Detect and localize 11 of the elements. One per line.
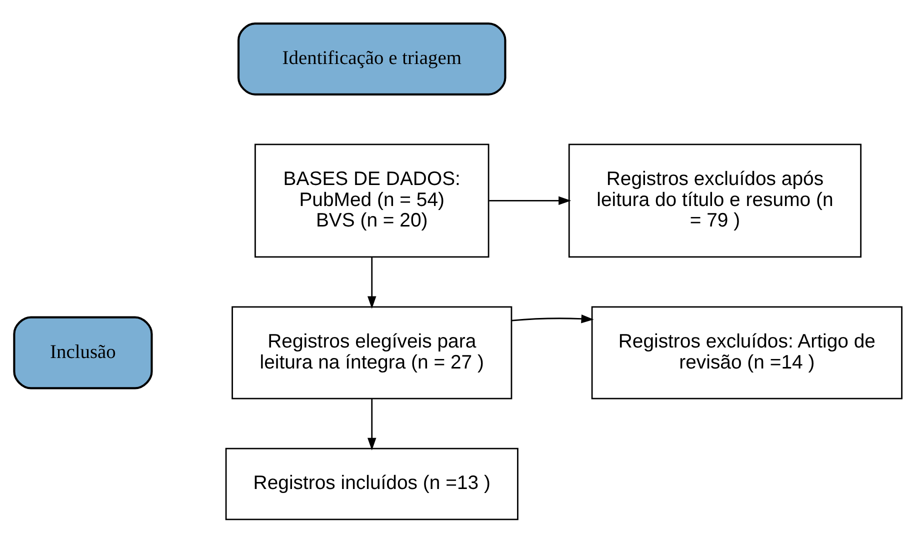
arrow <box>489 196 572 206</box>
node-box: BASES DE DADOS: PubMed (n = 54) BVS (n = 20) <box>254 144 490 258</box>
node-box: Registros incluídos (n =13 ) <box>225 448 518 520</box>
arrow <box>368 257 376 309</box>
node-box: Registros excluídos: Artigo de revisão (n =14 ) <box>591 306 902 400</box>
node-box: Registros elegíveis para leitura na íntegra (n = 27 ) <box>232 306 512 400</box>
node-box: Identificação e triagem <box>237 22 506 96</box>
node-box: Inclusão <box>13 316 153 390</box>
node-box: Registros excluídos após leitura do título e resumo (n = 79 ) <box>568 144 862 258</box>
arrow <box>368 398 376 450</box>
arrow <box>512 314 594 324</box>
